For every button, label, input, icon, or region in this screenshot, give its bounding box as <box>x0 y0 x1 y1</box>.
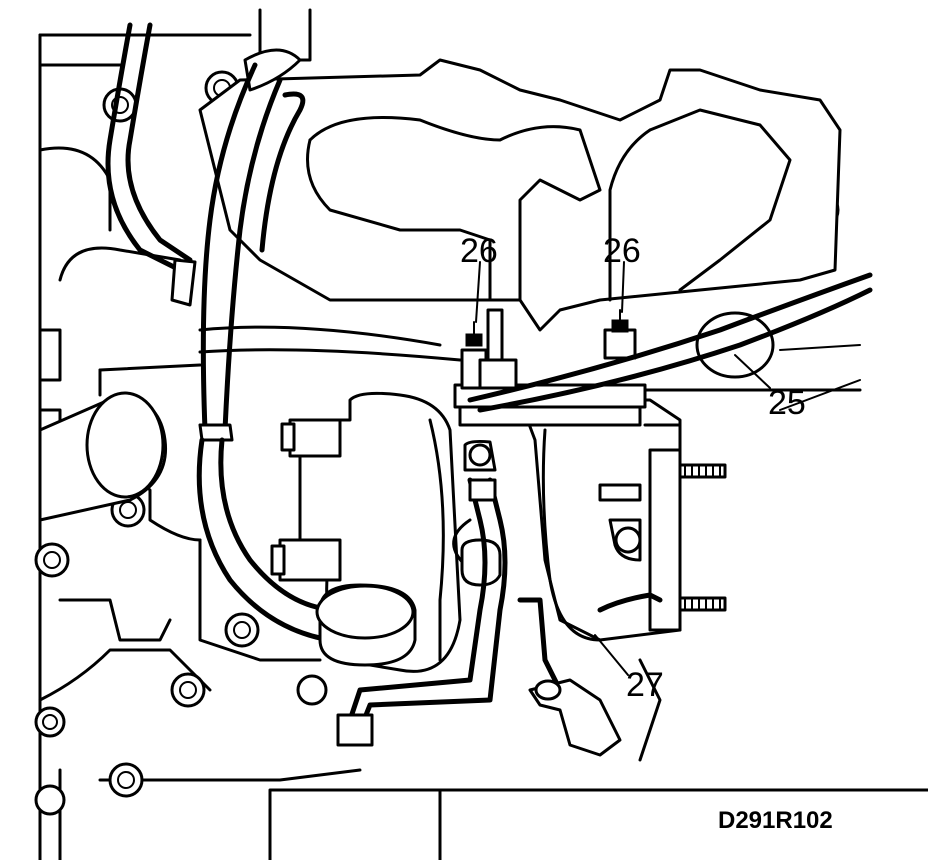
engine-block-outline <box>38 8 928 860</box>
callout-26-right: 26 <box>603 232 641 270</box>
support-bracket <box>528 678 622 757</box>
callout-26-left: 26 <box>460 232 498 270</box>
turbine-housing <box>517 398 727 693</box>
exhaust-manifold <box>198 58 842 332</box>
hoses <box>105 22 343 643</box>
callout-27: 27 <box>626 666 664 704</box>
leader-lines <box>475 261 771 676</box>
turbocharger <box>270 391 502 673</box>
mounting-flange <box>453 308 862 427</box>
heat-shield-rod <box>198 272 873 413</box>
figure-code: D291R102 <box>718 807 833 834</box>
intake-pipe <box>38 363 202 522</box>
oil-pipes <box>336 439 508 747</box>
callout-25: 25 <box>768 384 806 422</box>
